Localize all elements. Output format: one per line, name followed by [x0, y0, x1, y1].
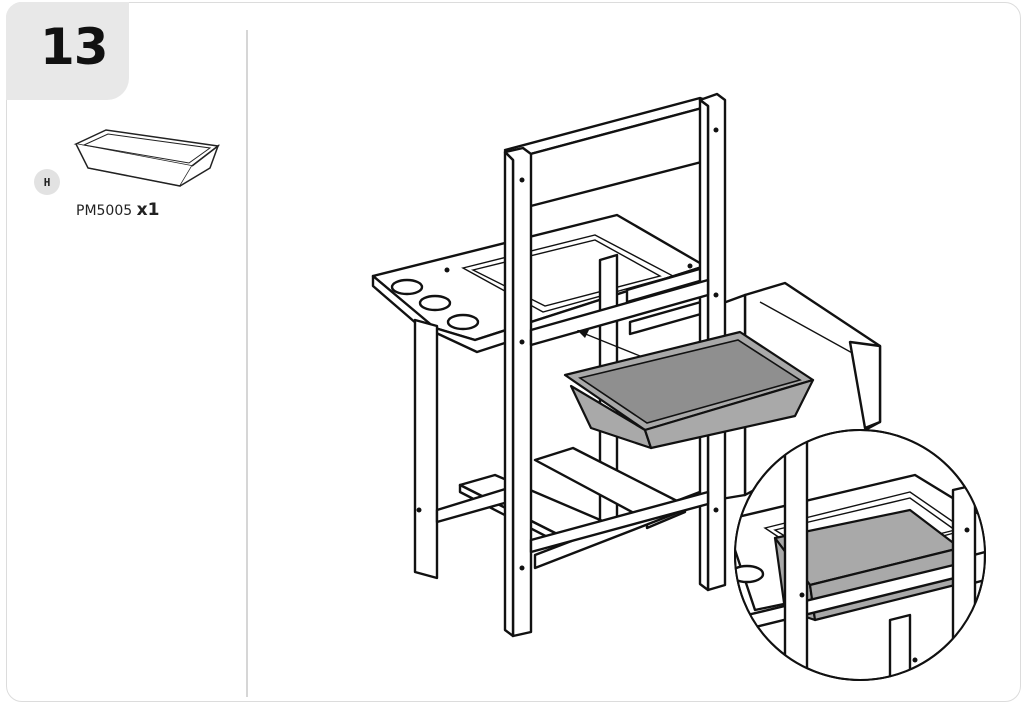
part-caption: PM5005 x1 — [76, 200, 159, 220]
step-number: 13 — [40, 18, 109, 76]
part-quantity: x1 — [136, 200, 160, 220]
step-badge: 13 — [6, 2, 129, 100]
tray-being-inserted — [563, 330, 815, 450]
column-divider — [246, 30, 248, 697]
tray-icon — [73, 129, 220, 187]
part-letter-badge: H — [34, 169, 60, 195]
detail-zoom — [734, 429, 986, 681]
part-code: PM5005 — [76, 203, 133, 219]
insert-arrow — [577, 330, 646, 359]
assembly-illustration — [371, 92, 986, 681]
